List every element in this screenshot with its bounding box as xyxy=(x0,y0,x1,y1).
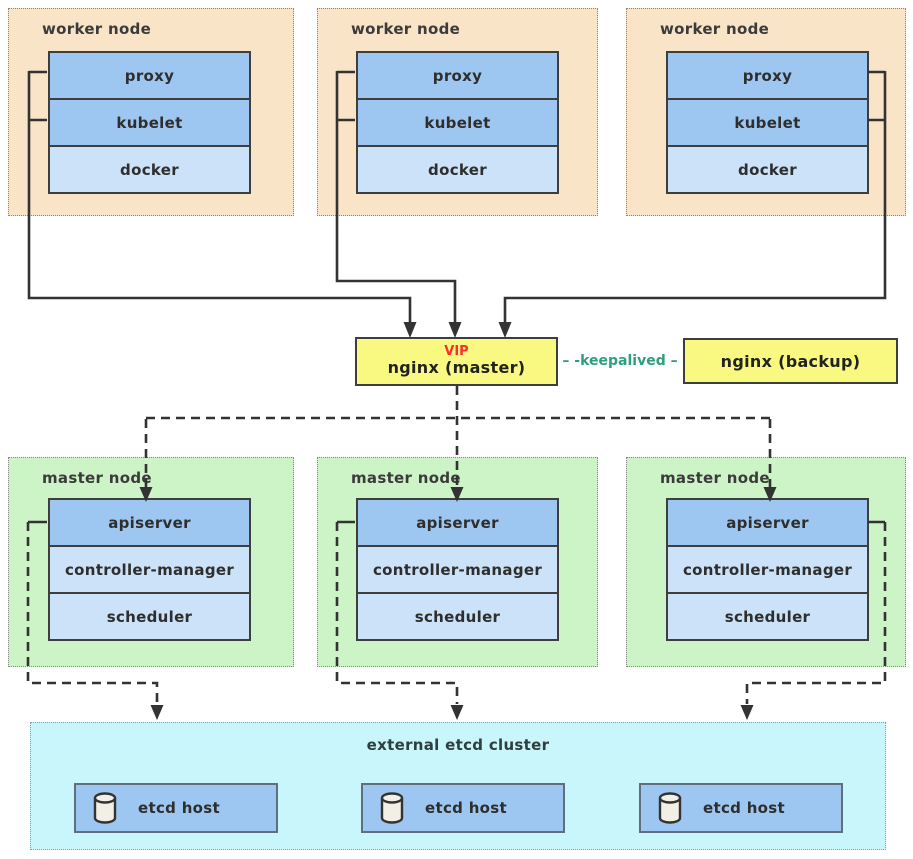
nginx-master-box: VIP nginx (master) xyxy=(355,337,558,386)
component-apiserver: apiserver xyxy=(50,500,249,545)
worker-component-stack: proxy kubelet docker xyxy=(666,51,869,194)
component-controller-manager: controller-manager xyxy=(668,545,867,592)
worker-component-stack: proxy kubelet docker xyxy=(48,51,251,194)
component-apiserver: apiserver xyxy=(668,500,867,545)
master-node-title: master node xyxy=(42,469,152,487)
worker-node-title: worker node xyxy=(351,20,461,38)
etcd-host-2: etcd host xyxy=(361,783,565,833)
arrow-down-icon xyxy=(448,322,462,338)
master-node-title: master node xyxy=(351,469,461,487)
component-kubelet: kubelet xyxy=(668,98,867,145)
arrow-down-icon xyxy=(740,705,754,720)
worker-node-title: worker node xyxy=(660,20,770,38)
etcd-cluster-title: external etcd cluster xyxy=(366,736,550,754)
arrow-down-icon xyxy=(498,322,512,338)
component-scheduler: scheduler xyxy=(358,592,557,639)
master-node-3: master node apiserver controller-manager… xyxy=(626,457,906,667)
worker-component-stack: proxy kubelet docker xyxy=(356,51,559,194)
master-component-stack: apiserver controller-manager scheduler xyxy=(48,498,251,641)
component-proxy: proxy xyxy=(358,53,557,98)
nginx-backup-box: nginx (backup) xyxy=(683,338,898,384)
master-node-2: master node apiserver controller-manager… xyxy=(317,457,598,667)
component-proxy: proxy xyxy=(50,53,249,98)
database-cylinder-icon xyxy=(93,792,117,824)
component-kubelet: kubelet xyxy=(50,98,249,145)
worker-node-3: worker node proxy kubelet docker xyxy=(626,8,906,216)
component-docker: docker xyxy=(358,145,557,192)
arrow-down-icon xyxy=(150,705,164,720)
component-docker: docker xyxy=(50,145,249,192)
worker-node-2: worker node proxy kubelet docker xyxy=(317,8,598,216)
component-scheduler: scheduler xyxy=(668,592,867,639)
worker-node-1: worker node proxy kubelet docker xyxy=(8,8,294,216)
master-node-title: master node xyxy=(660,469,770,487)
arrow-down-icon xyxy=(403,322,417,338)
component-controller-manager: controller-manager xyxy=(50,545,249,592)
master-component-stack: apiserver controller-manager scheduler xyxy=(356,498,559,641)
component-docker: docker xyxy=(668,145,867,192)
master-component-stack: apiserver controller-manager scheduler xyxy=(666,498,869,641)
etcd-host-3: etcd host xyxy=(639,783,843,833)
component-kubelet: kubelet xyxy=(358,98,557,145)
database-cylinder-icon xyxy=(380,792,404,824)
worker-node-title: worker node xyxy=(42,20,152,38)
nginx-backup-label: nginx (backup) xyxy=(720,351,861,371)
nginx-master-label: nginx (master) xyxy=(387,358,526,377)
etcd-host-label: etcd host xyxy=(703,799,785,817)
component-controller-manager: controller-manager xyxy=(358,545,557,592)
keepalived-connector-label: – -keepalived – xyxy=(562,353,678,369)
vip-label: VIP xyxy=(444,344,469,359)
component-scheduler: scheduler xyxy=(50,592,249,639)
etcd-cluster-box: external etcd cluster etcd host etcd hos… xyxy=(30,722,886,850)
arrow-down-icon xyxy=(450,705,464,720)
component-proxy: proxy xyxy=(668,53,867,98)
master-node-1: master node apiserver controller-manager… xyxy=(8,457,294,667)
etcd-host-1: etcd host xyxy=(74,783,278,833)
etcd-host-label: etcd host xyxy=(138,799,220,817)
etcd-host-label: etcd host xyxy=(425,799,507,817)
database-cylinder-icon xyxy=(658,792,682,824)
component-apiserver: apiserver xyxy=(358,500,557,545)
